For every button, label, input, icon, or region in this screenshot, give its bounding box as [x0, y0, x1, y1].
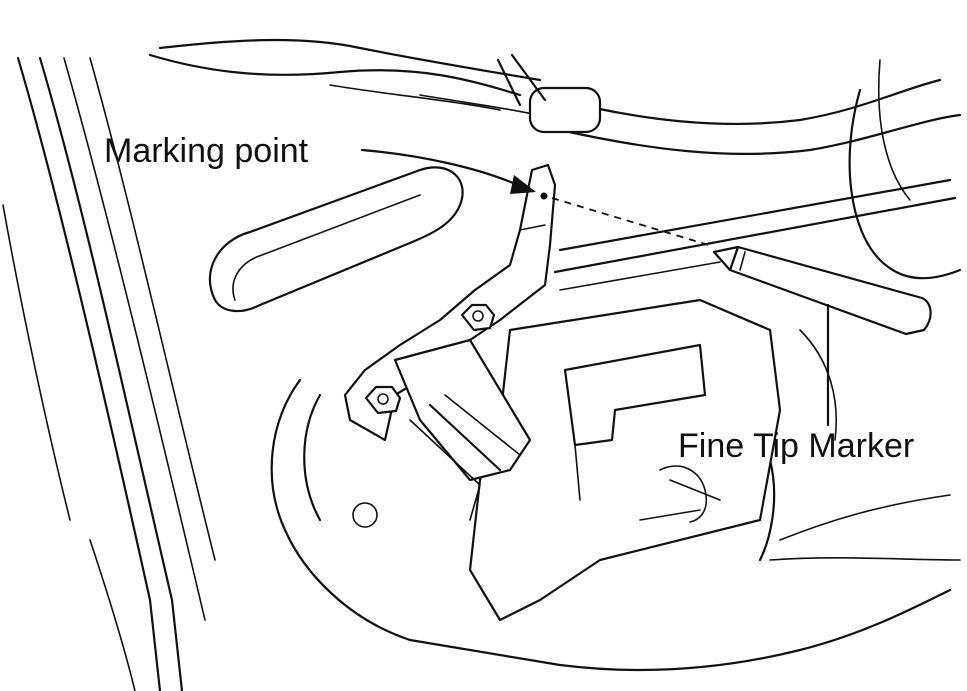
- marking-point-label: Marking point: [104, 132, 309, 170]
- fine-tip-marker-label: Fine Tip Marker: [678, 427, 914, 465]
- window-rail: [553, 178, 957, 291]
- mounting-bracket: [343, 163, 557, 521]
- regulator-assembly: [468, 298, 782, 622]
- marking-point-indicator: [540, 192, 713, 247]
- door-frame: [2, 56, 216, 691]
- bolt-lower: [364, 385, 402, 415]
- panel-slot: [208, 166, 464, 313]
- wire-harness: [148, 38, 962, 156]
- bolt-upper: [460, 303, 496, 332]
- marking-point-leader: [360, 148, 536, 194]
- fine-tip-marker-icon: [712, 245, 932, 336]
